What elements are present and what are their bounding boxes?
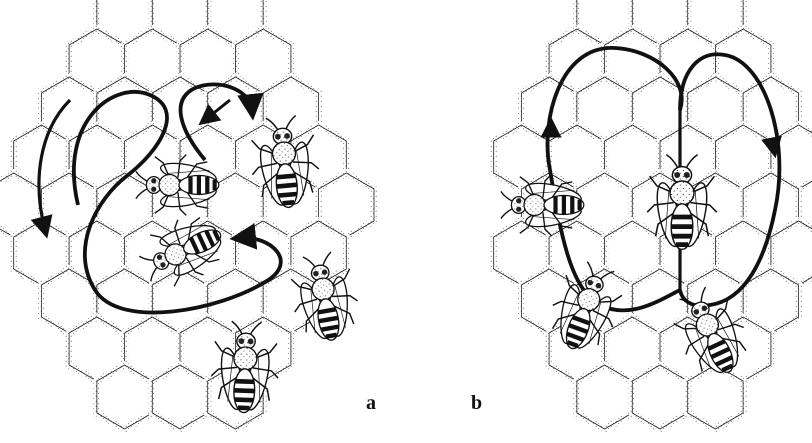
comb-cell-edge [632,0,687,45]
comb-cell-edge [577,0,632,45]
comb-cell [208,0,263,45]
comb-cell-edge [208,0,263,45]
comb-cell [577,0,632,45]
comb-cell [688,0,743,45]
comb-cell [97,365,152,429]
panel-b-waggle-dance [494,0,812,429]
panel-label-a: a [366,392,376,415]
honeybee-icon [210,321,280,414]
waggle-arrow-right [772,140,774,150]
honeycomb-a [0,0,374,429]
panel-label-b: b [471,392,482,415]
comb-cell [97,0,152,45]
comb-cell-edge [152,0,207,45]
comb-cell-edge [97,0,152,45]
panel-a-round-dance [0,0,374,429]
comb-cell [577,365,632,429]
round-dance-loop-right [181,84,252,160]
comb-cell [632,0,687,45]
comb-cell [152,365,207,429]
comb-cell [152,0,207,45]
comb-cell [688,365,743,429]
comb-cell-edge [688,0,743,45]
comb-cell [632,365,687,429]
